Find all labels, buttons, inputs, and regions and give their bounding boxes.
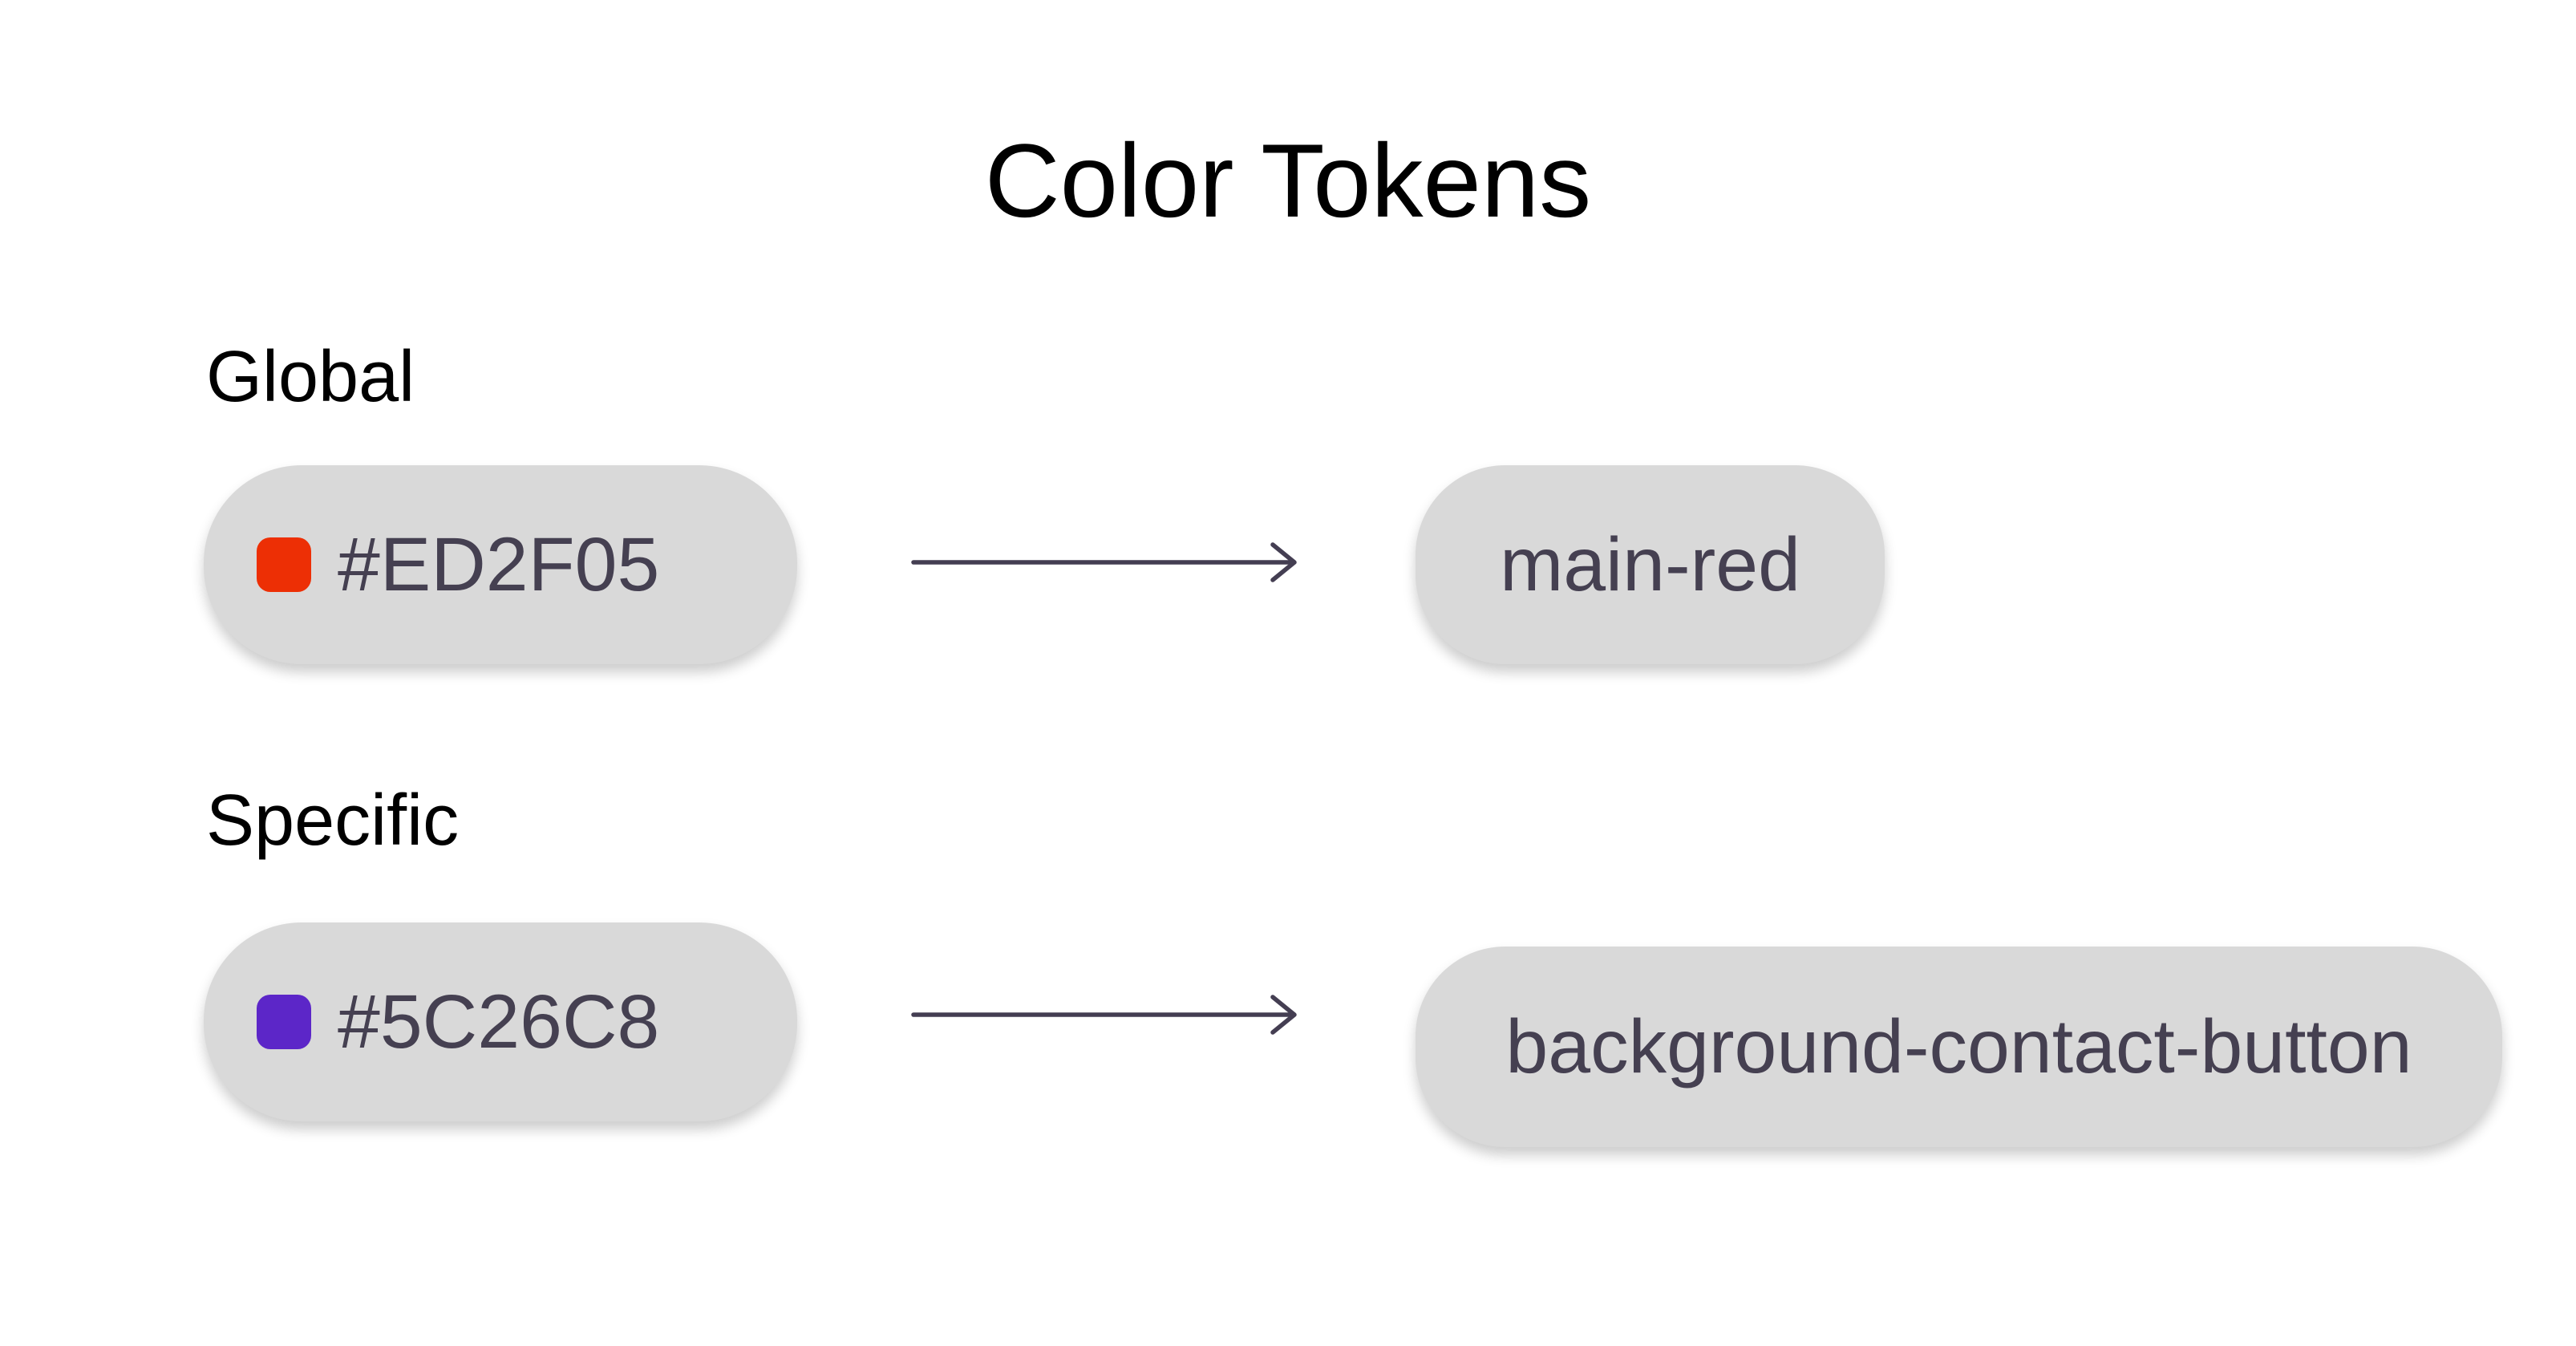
- hex-value-global: #ED2F05: [338, 521, 660, 607]
- hex-value-specific: #5C26C8: [338, 979, 660, 1064]
- color-swatch-purple: [257, 995, 311, 1049]
- token-name-global: main-red: [1500, 521, 1800, 607]
- token-pill-background-contact-button: background-contact-button: [1416, 947, 2502, 1147]
- color-swatch-red: [257, 537, 311, 592]
- arrow-right-icon: [911, 995, 1297, 1035]
- hex-pill-specific: #5C26C8: [204, 922, 797, 1121]
- section-label-global: Global: [206, 337, 415, 417]
- token-name-specific: background-contact-button: [1505, 1003, 2412, 1089]
- section-label-specific: Specific: [206, 780, 460, 861]
- page-title: Color Tokens: [984, 122, 1592, 239]
- arrow-right-icon: [911, 542, 1297, 582]
- token-pill-main-red: main-red: [1416, 465, 1885, 664]
- hex-pill-global: #ED2F05: [204, 465, 797, 664]
